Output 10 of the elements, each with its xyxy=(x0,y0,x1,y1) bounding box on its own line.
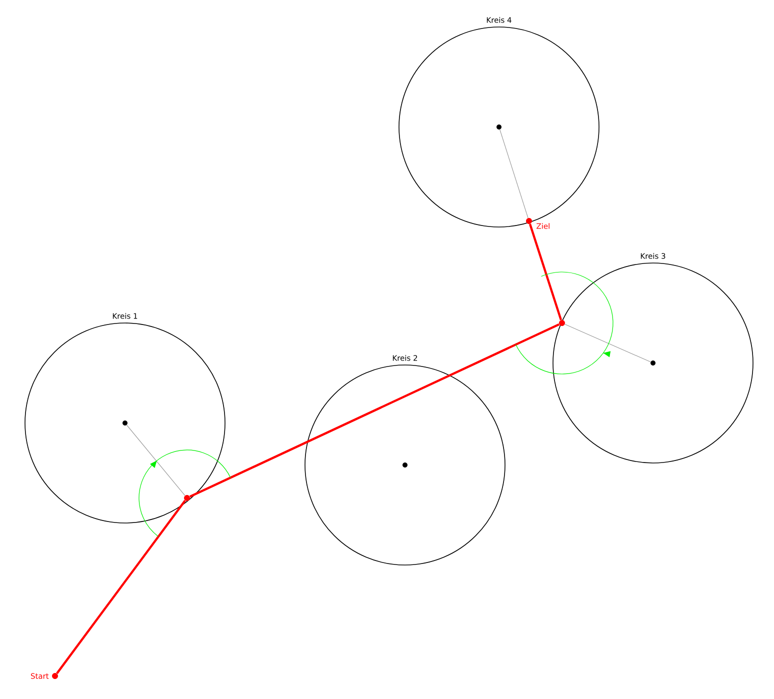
radius-line xyxy=(564,324,651,362)
center-point xyxy=(402,462,408,468)
path-segment xyxy=(56,500,186,674)
path-segment xyxy=(528,224,562,320)
center-point xyxy=(496,124,502,130)
center-point xyxy=(122,420,128,426)
radius-line xyxy=(500,129,528,218)
radius-line xyxy=(126,424,186,496)
path-segment xyxy=(189,323,560,498)
center-point xyxy=(650,360,656,366)
